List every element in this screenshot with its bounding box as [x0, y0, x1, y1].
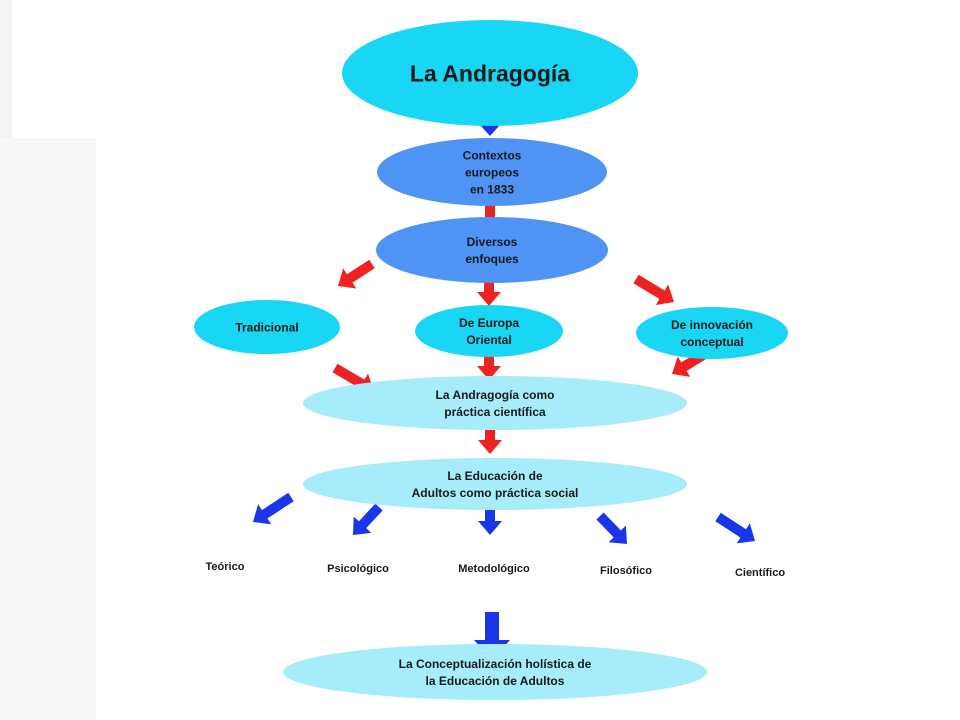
blue-arrow-10: [253, 492, 294, 525]
left-margin-panel: [0, 138, 96, 720]
node-enfoques-label: Diversos: [467, 235, 518, 249]
node-enfoques-ellipse: [376, 217, 608, 283]
blue-arrow-12: [478, 500, 502, 535]
node-educacion-adultos-ellipse: [303, 458, 687, 510]
node-contextos-label: europeos: [465, 165, 519, 179]
node-conceptualizacion-ellipse: [283, 644, 707, 700]
node-filosofico: Filosófico: [600, 565, 652, 577]
node-teorico: Teórico: [206, 561, 245, 573]
node-cientifico-label: Científico: [735, 567, 785, 579]
node-conceptualizacion: La Conceptualización holística de la Educ…: [283, 644, 707, 700]
node-practica-cientifica-label: práctica científica: [444, 405, 546, 419]
node-educacion-adultos-label: Adultos como práctica social: [412, 486, 579, 500]
blue-arrow-11: [353, 503, 383, 535]
node-innovacion-label: conceptual: [680, 335, 743, 349]
node-teorico-label: Teórico: [206, 561, 245, 573]
node-tradicional-ellipse: [194, 300, 340, 354]
node-tradicional: Tradicional: [194, 300, 340, 354]
node-title-label: La Andragogía: [410, 60, 570, 86]
node-enfoques: Diversos enfoques: [376, 217, 608, 283]
node-metodologico-label: Metodológico: [458, 563, 530, 575]
node-practica-cientifica-label: La Andragogía como: [436, 388, 555, 402]
node-contextos: Contextos europeos en 1833: [377, 138, 607, 206]
node-innovacion-ellipse: [636, 307, 788, 359]
node-conceptualizacion-label: la Educación de Adultos: [426, 674, 565, 688]
node-practica-cientifica: La Andragogía como práctica científica: [303, 376, 687, 430]
node-title-ellipse: [342, 20, 638, 126]
red-arrow-4: [477, 272, 501, 306]
blue-arrow-14: [715, 512, 755, 544]
red-arrow-3: [338, 259, 375, 289]
node-title: La Andragogía: [342, 20, 638, 126]
node-innovacion-label: De innovación: [671, 318, 753, 332]
node-metodologico: Metodológico: [458, 563, 530, 575]
node-educacion-adultos: La Educación de Adultos como práctica soc…: [303, 458, 687, 510]
red-arrow-5: [633, 274, 674, 305]
node-contextos-label: Contextos: [463, 148, 522, 162]
red-arrow-9: [478, 420, 502, 454]
node-educacion-adultos-label: La Educación de: [447, 469, 543, 483]
node-psicologico: Psicológico: [327, 563, 389, 575]
node-filosofico-label: Filosófico: [600, 565, 652, 577]
node-cientifico: Científico: [735, 567, 785, 579]
node-conceptualizacion-label: La Conceptualización holística de: [399, 657, 592, 671]
node-europa-ellipse: [415, 305, 563, 357]
node-psicologico-label: Psicológico: [327, 563, 389, 575]
node-contextos-ellipse: [377, 138, 607, 206]
node-europa-label: De Europa: [459, 316, 519, 330]
node-enfoques-label: enfoques: [465, 252, 519, 266]
node-innovacion: De innovación conceptual: [636, 307, 788, 359]
red-arrow-6: [477, 346, 501, 380]
node-practica-cientifica-ellipse: [303, 376, 687, 430]
blue-arrow-13: [596, 512, 627, 544]
node-tradicional-label: Tradicional: [235, 320, 298, 334]
node-contextos-label: en 1833: [470, 182, 514, 196]
node-europa-label: Oriental: [466, 333, 511, 347]
